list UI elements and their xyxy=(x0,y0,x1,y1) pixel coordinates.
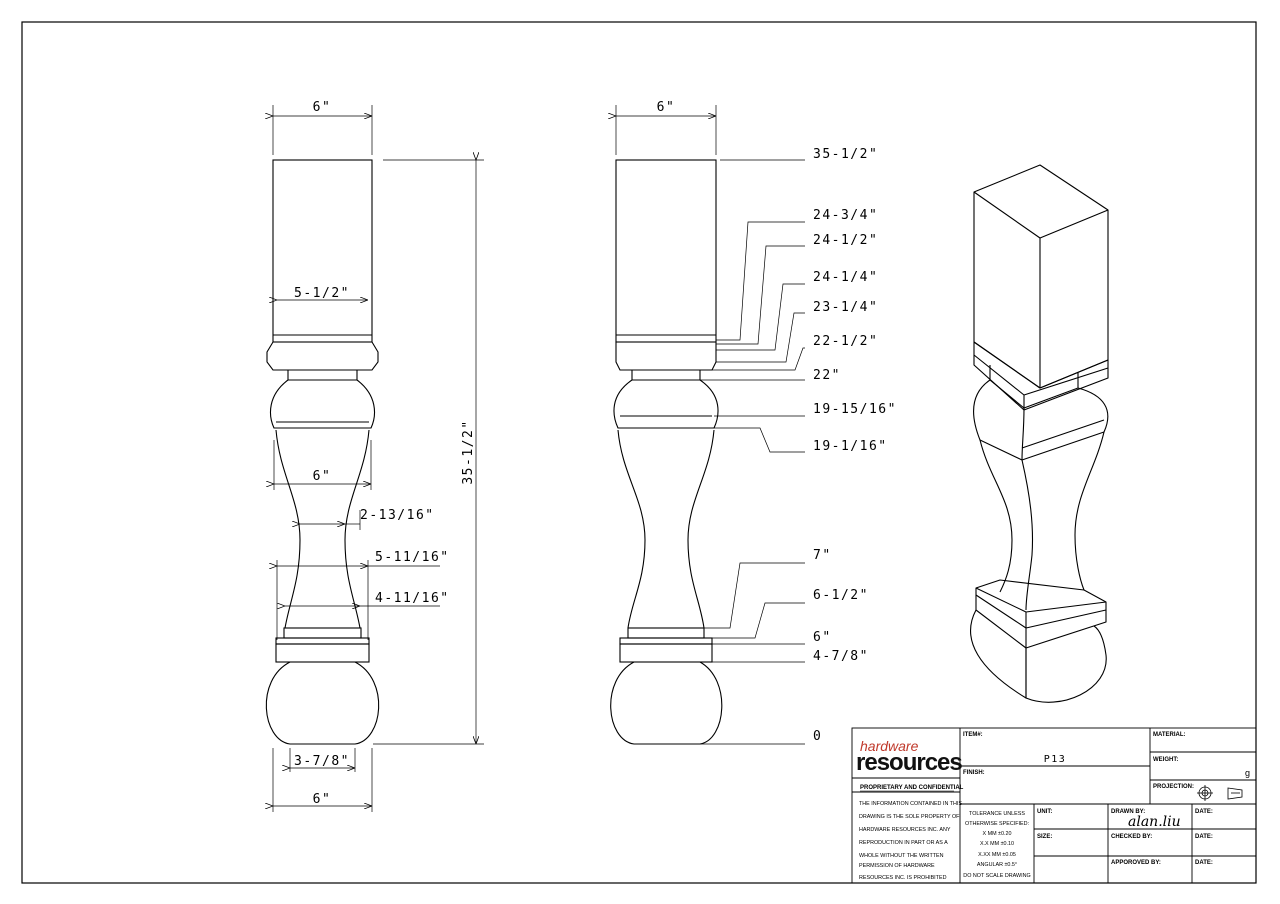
front-foot-width-label: 3-7/8" xyxy=(294,754,350,769)
front-overall-height-label: 35-1/2" xyxy=(461,419,476,484)
approved-by-label: APPOROVED BY: xyxy=(1111,860,1161,866)
side-dimension-labels: 6" 35-1/2" 24-3/4" 24-1/2" 24-1/4" 23-1/… xyxy=(657,100,897,744)
date-label: DATE: xyxy=(1195,860,1213,866)
front-block-inner-label: 5-1/2" xyxy=(294,286,350,301)
tolerance-line: X MM ±0.20 xyxy=(982,831,1011,837)
side-height-label: 24-1/2" xyxy=(813,233,878,248)
sheet-border xyxy=(21,21,1257,884)
front-top-width-label: 6" xyxy=(313,100,332,115)
side-height-label: 4-7/8" xyxy=(813,649,869,664)
drawn-by-label: DRAWN BY: xyxy=(1111,809,1145,815)
side-height-label: 7" xyxy=(813,548,832,563)
side-height-label: 23-1/4" xyxy=(813,300,878,315)
front-view xyxy=(265,159,380,745)
side-top-width-label: 6" xyxy=(657,100,676,115)
weight-unit: g xyxy=(1245,768,1250,778)
weight-label: WEIGHT: xyxy=(1153,757,1178,763)
projection-symbol-icon xyxy=(1197,785,1243,801)
date-label: DATE: xyxy=(1195,809,1213,815)
tolerance-line: X.X MM ±0.10 xyxy=(980,841,1014,847)
front-dimension-labels: 6" 35-1/2" 5-1/2" 6" 2-13/16" 5-11/16" 4… xyxy=(294,100,476,807)
unit-label: UNIT: xyxy=(1037,809,1052,815)
finish-label: FINISH: xyxy=(963,770,985,776)
front-dimensions xyxy=(273,105,484,812)
side-height-label: 24-1/4" xyxy=(813,270,878,285)
size-label: SIZE: xyxy=(1037,834,1052,840)
front-neck-1-label: 2-13/16" xyxy=(360,508,435,523)
material-label: MATERIAL: xyxy=(1153,732,1186,738)
tolerance-line: X.XX MM ±0.05 xyxy=(978,852,1016,858)
tolerance-line: TOLERANCE UNLESS xyxy=(969,811,1025,817)
confidential-line: THE INFORMATION CONTAINED IN THIS xyxy=(859,801,962,807)
confidential-line: PERMISSION OF HARDWARE xyxy=(859,863,935,869)
side-view xyxy=(610,159,723,745)
logo-top: hardware xyxy=(860,738,919,754)
side-height-label: 6" xyxy=(813,630,832,645)
front-bottom-width-label: 6" xyxy=(313,792,332,807)
date-label: DATE: xyxy=(1195,834,1213,840)
item-value: P13 xyxy=(1044,754,1067,765)
drawn-by-signature: alan.liu xyxy=(1128,814,1181,830)
title-block xyxy=(851,727,1257,884)
front-neck-2-label: 5-11/16" xyxy=(375,550,450,565)
tolerance-line: DO NOT SCALE DRAWING xyxy=(963,873,1030,879)
side-height-label: 19-1/16" xyxy=(813,439,888,454)
tolerance-line: OTHERWISE SPECIFIED: xyxy=(965,821,1029,827)
side-height-label: 22" xyxy=(813,368,841,383)
logo-main: resources xyxy=(856,749,962,776)
side-height-label: 22-1/2" xyxy=(813,334,878,349)
side-dimensions xyxy=(616,105,805,745)
item-label: ITEM#: xyxy=(963,732,983,738)
isometric-view xyxy=(970,164,1109,703)
side-height-label: 19-15/16" xyxy=(813,402,897,417)
confidential-line: REPRODUCTION IN PART OR AS A xyxy=(859,840,948,846)
confidential-line: HARDWARE RESOURCES INC. ANY xyxy=(859,827,951,833)
tolerance-line: ANGULAR ±0.5° xyxy=(977,862,1017,868)
confidential-line: RESOURCES INC. IS PROHIBITED xyxy=(859,875,947,881)
confidential-line: WHOLE WITHOUT THE WRITTEN xyxy=(859,853,944,859)
side-height-label: 35-1/2" xyxy=(813,147,878,162)
front-neck-3-label: 4-11/16" xyxy=(375,591,450,606)
side-height-label: 24-3/4" xyxy=(813,208,878,223)
confidential-line: DRAWING IS THE SOLE PROPERTY OF xyxy=(859,814,960,820)
title-block-text: hardware resources PROPRIETARY AND CONFI… xyxy=(856,732,1250,881)
front-vase-width-label: 6" xyxy=(313,469,332,484)
side-height-label: 0 xyxy=(813,729,822,744)
confidential-heading: PROPRIETARY AND CONFIDENTIAL xyxy=(860,785,964,791)
checked-by-label: CHECKED BY: xyxy=(1111,834,1152,840)
projection-label: PROJECTION: xyxy=(1153,784,1194,790)
side-height-label: 6-1/2" xyxy=(813,588,869,603)
